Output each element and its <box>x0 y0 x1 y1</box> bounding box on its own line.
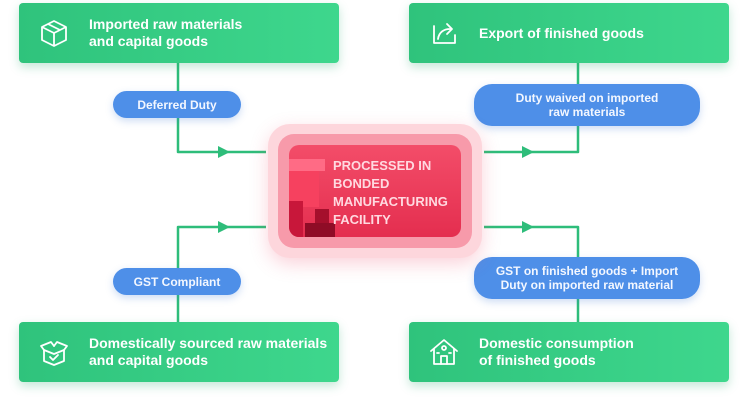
box-icon <box>37 16 71 50</box>
center-node-label: PROCESSED IN BONDED MANUFACTURING FACILI… <box>333 158 448 227</box>
arrow-head-bottom-left <box>218 221 230 233</box>
arrow-head-bottom-right <box>522 221 534 233</box>
pill-gst-compliant: GST Compliant <box>113 268 241 295</box>
center-node: PROCESSED IN BONDED MANUFACTURING FACILI… <box>289 145 461 237</box>
open-box-check-icon <box>37 335 71 369</box>
box-label: Domestically sourced raw materials and c… <box>89 335 328 368</box>
pill-gst-finished-goods: GST on finished goods + Import Duty on i… <box>474 257 700 299</box>
arrow-head-top-left <box>218 146 230 158</box>
decorative-block <box>305 223 335 237</box>
pill-duty-waived: Duty waived on imported raw materials <box>474 84 700 126</box>
pill-deferred-duty: Deferred Duty <box>113 91 241 118</box>
decorative-block <box>315 209 329 223</box>
box-imported-raw-materials: Imported raw materials and capital goods <box>19 3 339 63</box>
box-domestic-consumption: Domestic consumption of finished goods <box>409 322 729 382</box>
export-arrow-icon <box>427 16 461 50</box>
house-icon <box>427 335 461 369</box>
box-domestically-sourced-raw-materials: Domestically sourced raw materials and c… <box>19 322 339 382</box>
box-export-finished-goods: Export of finished goods <box>409 3 729 63</box>
box-label: Export of finished goods <box>479 24 644 41</box>
decorative-block <box>289 159 325 171</box>
decorative-block <box>289 201 303 237</box>
box-label: Imported raw materials and capital goods <box>89 16 243 49</box>
box-label: Domestic consumption of finished goods <box>479 335 634 368</box>
arrow-head-top-right <box>522 146 534 158</box>
